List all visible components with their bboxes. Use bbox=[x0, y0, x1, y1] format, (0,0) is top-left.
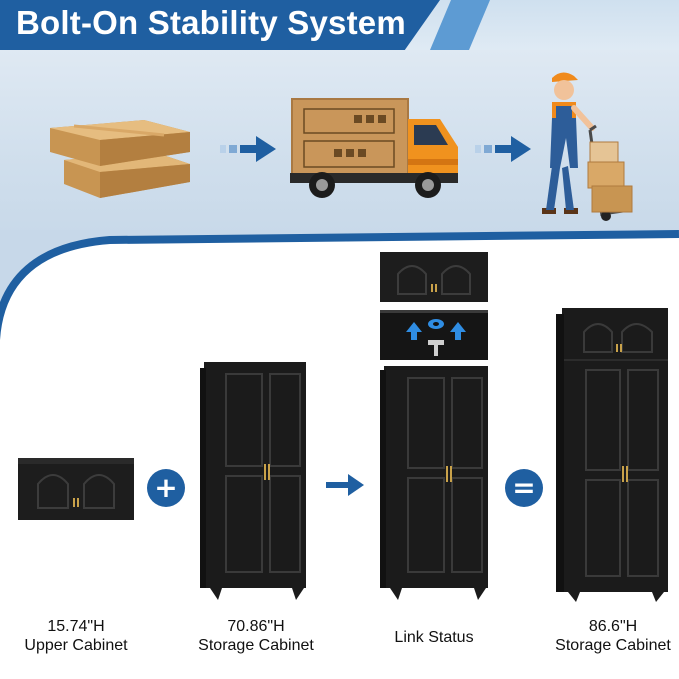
section-wave-background bbox=[0, 230, 679, 679]
equals-symbol: = bbox=[505, 469, 543, 507]
plus-symbol: + bbox=[147, 469, 185, 507]
item-label-combined-cabinet: 86.6"H Storage Cabinet bbox=[537, 617, 679, 655]
link-lower-cabinet-image bbox=[380, 366, 488, 600]
right-arrow-icon bbox=[326, 474, 364, 496]
combined-cabinet-image bbox=[556, 308, 668, 602]
right-arrow-icon bbox=[475, 136, 531, 162]
item-label-storage-cabinet: 70.86"H Storage Cabinet bbox=[180, 617, 332, 655]
bolt-connector-image bbox=[380, 310, 488, 360]
upper-cabinet-image bbox=[18, 458, 134, 520]
storage-cabinet-image bbox=[200, 362, 306, 600]
item-height: 86.6"H bbox=[588, 618, 638, 635]
page-title: Bolt-On Stability System bbox=[16, 4, 406, 41]
courier-with-hand-truck-icon bbox=[542, 72, 633, 221]
delivery-truck-icon bbox=[290, 98, 458, 198]
item-name: Storage Cabinet bbox=[198, 637, 314, 654]
item-label-link-status: Link Status bbox=[358, 628, 510, 647]
stacked-boxes-icon bbox=[50, 120, 190, 198]
item-name: Link Status bbox=[394, 629, 474, 646]
item-height: 70.86"H bbox=[227, 618, 285, 635]
item-height: 15.74"H bbox=[47, 618, 105, 635]
title-plate bbox=[0, 0, 440, 50]
item-name: Storage Cabinet bbox=[555, 637, 671, 654]
item-name: Upper Cabinet bbox=[24, 637, 128, 654]
item-label-upper-cabinet: 15.74"H Upper Cabinet bbox=[0, 617, 152, 655]
right-arrow-icon bbox=[220, 136, 276, 162]
link-upper-cabinet-image bbox=[380, 252, 488, 302]
